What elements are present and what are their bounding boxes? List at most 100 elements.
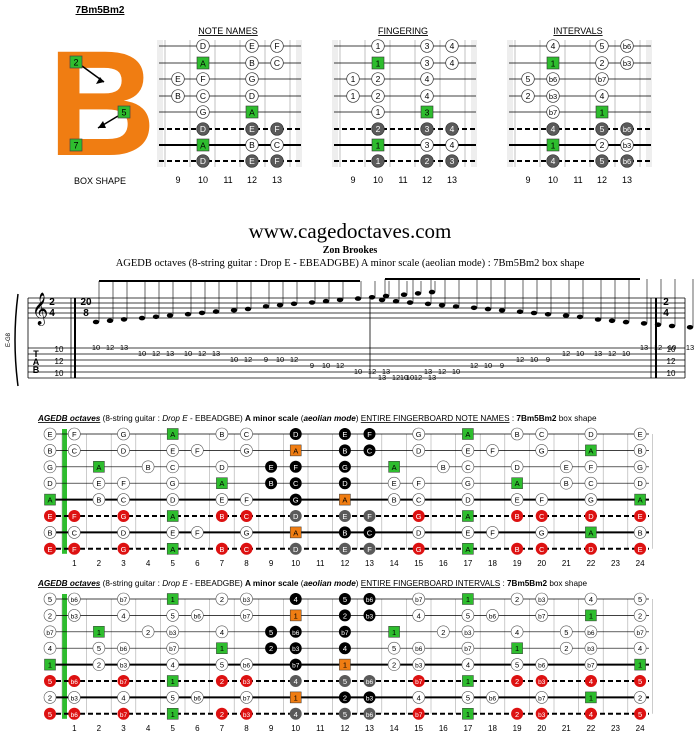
note-label: 2 xyxy=(638,611,642,620)
note-label: 2 xyxy=(515,595,519,604)
note-label: C xyxy=(244,430,250,439)
note-head xyxy=(245,307,251,312)
note-label: 2 xyxy=(220,595,224,604)
note-label: 4 xyxy=(466,661,470,670)
tab-fret-number: 13 xyxy=(640,343,648,352)
note-label: 5 xyxy=(515,661,519,670)
note-head xyxy=(563,313,569,318)
note-head xyxy=(277,303,283,308)
fret-number: 7 xyxy=(220,724,225,733)
note-label: C xyxy=(72,446,78,455)
shape-note: F xyxy=(367,512,372,521)
mini-fret-number: 9 xyxy=(525,175,530,185)
mini-fret-number: 11 xyxy=(573,175,582,185)
note-label: 1 xyxy=(171,595,175,604)
note-label: F xyxy=(589,463,594,472)
shape-note: 5 xyxy=(269,628,273,637)
note-label: A xyxy=(588,446,593,455)
note-label: D xyxy=(514,463,520,472)
note-label: C xyxy=(539,430,545,439)
mini-note: E xyxy=(249,156,255,166)
note-label: 1 xyxy=(220,644,224,653)
note-label: 2 xyxy=(48,693,52,702)
fret-number: 16 xyxy=(439,724,448,733)
note-label: 1 xyxy=(48,661,52,670)
tab-fret-number: 13 xyxy=(212,349,220,358)
note-label: F xyxy=(244,496,249,505)
note-label: 2 xyxy=(220,710,224,719)
note-label: 1 xyxy=(171,677,175,686)
fingerboard-intervals: AGEDB octaves (8-string guitar : Drop E … xyxy=(37,579,652,733)
tab-fret-number: 10 xyxy=(184,349,192,358)
note-label: C xyxy=(244,545,250,554)
last-chord-fret: 12 xyxy=(667,357,676,366)
header-part: (8-string guitar : xyxy=(100,414,162,423)
fret-number: 4 xyxy=(146,559,151,568)
shape-note: 5 xyxy=(343,595,347,604)
note-label: 1 xyxy=(97,628,101,637)
mini-note: 1 xyxy=(376,107,381,117)
fingerboard-header: AGEDB octaves (8-string guitar : Drop E … xyxy=(37,579,588,588)
mini-note: 2 xyxy=(600,140,605,150)
mini-note: 2 xyxy=(425,156,430,166)
fret-number: 22 xyxy=(586,724,595,733)
shape-note: D xyxy=(293,512,299,521)
note-label: 1 xyxy=(171,710,175,719)
note-label: E xyxy=(219,496,224,505)
note-label: D xyxy=(170,496,176,505)
note-head xyxy=(355,296,361,301)
note-head xyxy=(669,324,675,329)
note-label: B xyxy=(146,463,151,472)
note-label: B xyxy=(564,479,569,488)
tab-fret-number: 9 xyxy=(546,355,550,364)
header-part: Drop E xyxy=(162,414,188,423)
note-label: b7 xyxy=(243,613,251,620)
note-label: b7 xyxy=(415,679,423,686)
note-label: G xyxy=(170,479,176,488)
system-brace xyxy=(15,294,18,386)
mini-note: 2 xyxy=(376,91,381,101)
note-label: b6 xyxy=(489,613,497,620)
header-part: 7Bm5Bm2 xyxy=(516,414,556,423)
fret-number: 15 xyxy=(414,559,423,568)
note-label: b6 xyxy=(71,712,79,719)
mini-note: 4 xyxy=(425,91,430,101)
note-label: 4 xyxy=(48,644,52,653)
note-label: G xyxy=(539,446,545,455)
first-chord-fret: 10 xyxy=(55,369,64,378)
header-part: (8-string guitar : xyxy=(100,579,162,588)
shape-note: 1 xyxy=(294,611,298,620)
note-label: 2 xyxy=(441,628,445,637)
mini-fret-number: 11 xyxy=(223,175,232,185)
mini-note: 3 xyxy=(425,107,430,117)
tab-fret-number: 12 xyxy=(414,373,422,382)
time-sig-end-top: 2 xyxy=(663,297,669,308)
header-part: 7Bm5Bm2 xyxy=(507,579,547,588)
fret-number: 3 xyxy=(121,559,126,568)
note-label: E xyxy=(638,512,643,521)
mini-note: A xyxy=(200,58,206,68)
note-label: G xyxy=(244,528,250,537)
box-shape-panel: 7Bm5Bm2 B 257 BOX SHAPE xyxy=(48,5,156,187)
note-label: 4 xyxy=(121,693,125,702)
shape-note: C xyxy=(293,479,299,488)
shape-note: b6 xyxy=(366,712,374,719)
fret-number: 24 xyxy=(636,559,645,568)
fret-number: 11 xyxy=(316,559,325,568)
note-label: b6 xyxy=(415,646,423,653)
tab-fret-number: 10 xyxy=(452,367,460,376)
note-label: G xyxy=(121,430,127,439)
note-head xyxy=(383,294,389,299)
note-head xyxy=(107,318,113,323)
note-head xyxy=(453,304,459,309)
mini-diagram-title: INTERVALS xyxy=(553,26,602,36)
note-head xyxy=(499,308,505,313)
note-label: F xyxy=(72,430,77,439)
mini-note: 4 xyxy=(600,91,605,101)
note-head xyxy=(309,300,315,305)
note-label: B xyxy=(638,528,643,537)
note-label: 5 xyxy=(48,710,52,719)
mini-note: 3 xyxy=(425,124,430,134)
note-head xyxy=(337,298,343,303)
